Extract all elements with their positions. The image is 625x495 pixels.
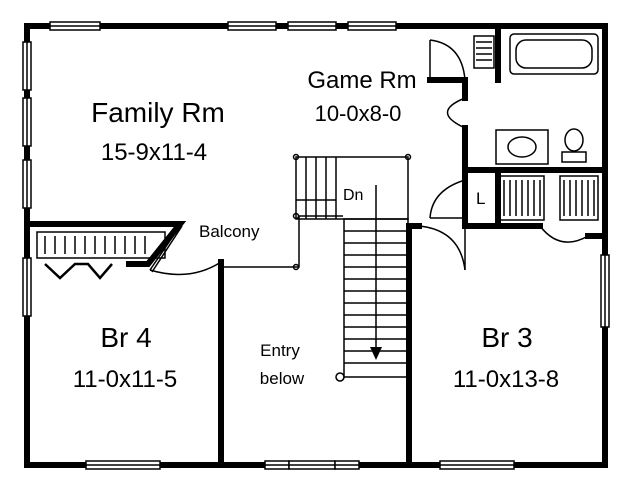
br3-name: Br 3 xyxy=(481,322,532,353)
br4-size: 11-0x11-5 xyxy=(73,366,178,393)
windows xyxy=(22,21,610,470)
br3-size: 11-0x13-8 xyxy=(453,366,559,393)
doors xyxy=(149,39,589,276)
stairs xyxy=(292,153,412,382)
family-room-name: Family Rm xyxy=(91,97,225,128)
balcony-label: Balcony xyxy=(199,222,260,241)
br4-name: Br 4 xyxy=(100,322,151,353)
entry-label-line1: Entry xyxy=(260,341,300,360)
game-room-name: Game Rm xyxy=(307,67,416,94)
family-room-size: 15-9x11-4 xyxy=(101,139,207,166)
closet-shelving xyxy=(499,175,599,221)
linen-closet-label: L xyxy=(476,189,485,208)
entry-label-line2: below xyxy=(260,369,305,388)
bath-fixtures xyxy=(473,33,599,165)
stairs-down-label: Dn xyxy=(343,187,363,204)
game-room-size: 10-0x8-0 xyxy=(315,101,402,126)
interior-walls xyxy=(24,23,608,468)
br4-closet xyxy=(36,231,166,280)
